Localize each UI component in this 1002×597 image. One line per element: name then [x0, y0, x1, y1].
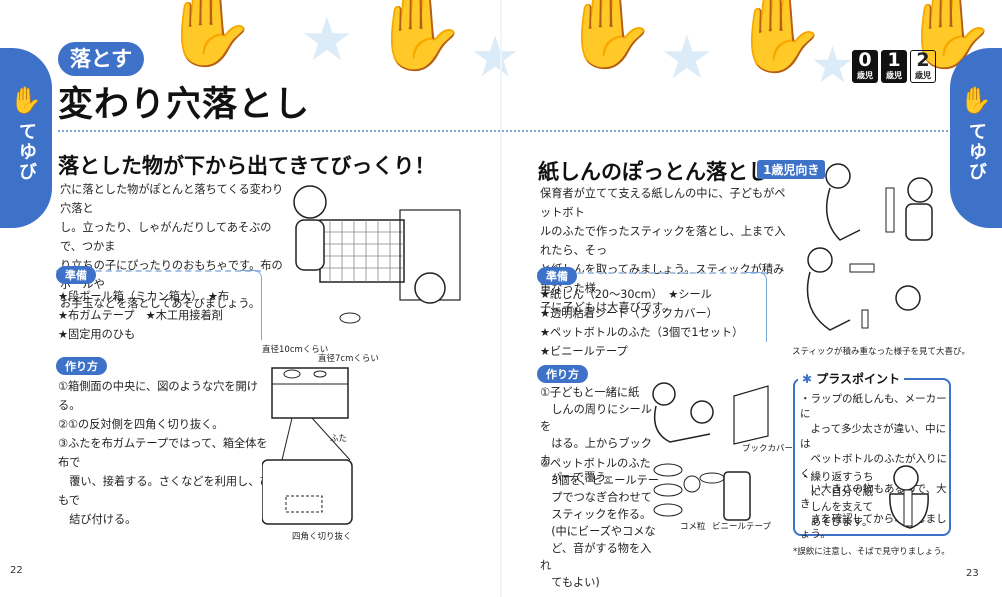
prep-label: 準備: [537, 265, 577, 285]
star-deco-icon: ★: [810, 36, 855, 94]
illustration-caption: スティックが積み重なった様子を見て大喜び。: [792, 347, 970, 357]
bookcover-label: ブックカバー: [742, 444, 794, 454]
side-tab-left: ✋ てゆび: [0, 48, 52, 228]
box-diagram: [262, 367, 353, 525]
prep-label: 準備: [56, 264, 96, 284]
right-heading: 紙しんのぽっとん落とし: [538, 160, 769, 184]
right-intro: 保育者が立てて支える紙しんの中に、子どもがペットボトルのふたで作ったスティックを…: [540, 187, 786, 314]
left-prep-list: ★段ボール箱（ミカン箱大） ★布★布ガムテープ ★木工用接着剤★固定用のひも: [58, 290, 230, 341]
cut-label: 四角く切り抜く: [292, 532, 352, 542]
lid-label: ふた: [330, 434, 348, 444]
right-step2: ②ペットボトルのふた 3個を、ビニールテー プでつなぎ合わせて スティックを作る…: [540, 457, 659, 589]
side-tab-label: てゆび: [16, 122, 37, 182]
safety-note: *誤飲に注意し、そばで見守りましょう。: [793, 547, 950, 557]
check-pattern: [320, 220, 404, 282]
page-number-right: 23: [966, 568, 979, 579]
page-title: 変わり穴落とし: [58, 85, 311, 125]
ball-shape: [339, 312, 361, 324]
howto-label: 作り方: [537, 363, 588, 383]
child-head-shape: [293, 185, 327, 219]
plus-point-2: ・繰り返すうち に、自分で紙 しんを支えて あそびます。: [800, 471, 874, 528]
right-prep-list: ★紙しん（20〜30cm） ★シール★透明粘着シート（ブックカバー）★ペットボト…: [540, 288, 744, 358]
child-body-shape: [295, 219, 325, 271]
left-heading: 落とした物が下から出てきてびっくり！: [58, 154, 436, 178]
plus-point-title: ✱ プラスポイント: [798, 370, 905, 387]
children-box-illustration: [293, 185, 461, 324]
category-badge: 落とす: [58, 42, 144, 76]
child-head-shape: [414, 272, 446, 304]
star-deco-icon: ★: [300, 5, 354, 75]
rice-label: コメ粒: [680, 522, 706, 532]
level-badge: 1歳児向き: [757, 160, 826, 179]
prep-rule: [537, 272, 767, 274]
vinyl-tape-label: ビニールテープ: [712, 522, 771, 532]
spine-gutter: [500, 0, 502, 597]
howto-label: 作り方: [56, 355, 107, 375]
side-tab-right: ✋ てゆび: [950, 48, 1002, 228]
prep-bracket: [240, 270, 262, 340]
header-rule: [58, 130, 948, 132]
child-holding-tube-illustration: [889, 465, 929, 529]
hand-deco-icon: ✋: [560, 0, 658, 74]
craft-illustration: [652, 382, 769, 521]
star-deco-icon: ★: [660, 23, 714, 93]
prep-bracket: [745, 272, 767, 342]
hand-deco-icon: ✋: [730, 0, 828, 78]
hole-label-7cm: 直径7cmくらい: [318, 354, 379, 364]
checked-box-shape: [319, 219, 405, 283]
hand-deco-icon: ✋: [160, 0, 258, 72]
side-tab-label: てゆび: [966, 122, 987, 182]
star-deco-icon: ★: [470, 25, 521, 90]
prep-rule: [56, 270, 261, 272]
hole-label-10cm: 直径10cmくらい: [262, 345, 329, 355]
hand-icon: ✋: [9, 86, 43, 116]
page-number-left: 22: [10, 565, 23, 576]
hand-deco-icon: ✋: [370, 0, 468, 76]
sparkle-icon: ✱: [802, 372, 813, 386]
hand-icon: ✋: [959, 86, 993, 116]
left-steps: ①箱側面の中央に、図のような穴を開ける。②①の反対側を四角く切り抜く。 ③ふたを…: [58, 380, 271, 526]
caregiver-child-illustration: [806, 163, 933, 331]
right-step1: ①子どもと一緒に紙 しんの周りにシールを はる。上からブックカ バーで覆う。: [540, 386, 652, 484]
